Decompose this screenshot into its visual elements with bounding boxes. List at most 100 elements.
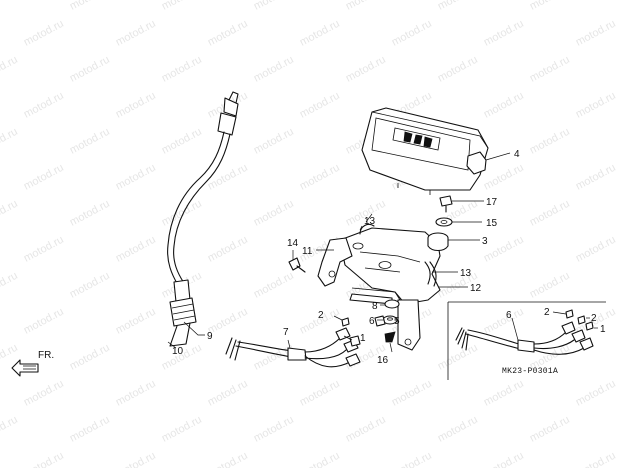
watermark-text: motod.ru — [436, 342, 480, 373]
watermark-text: motod.ru — [114, 90, 158, 121]
speedometer-cable — [167, 91, 239, 347]
diagram-code: MK23-P0301A — [502, 367, 558, 376]
watermark-text: motod.ru — [114, 162, 158, 193]
watermark-text: motod.ru — [574, 378, 618, 409]
callout-16: 16 — [377, 355, 389, 366]
bracket-ribs — [351, 251, 421, 301]
watermark-text: motod.ru — [22, 378, 66, 409]
watermark-text: motod.ru — [482, 306, 526, 337]
inset-panel — [447, 301, 606, 380]
watermark-text: motod.ru — [528, 414, 572, 445]
watermark-text: motod.ru — [252, 54, 296, 85]
callout-1: 1 — [360, 333, 366, 344]
watermark-text: motod.ru — [298, 18, 342, 49]
leader-2 — [333, 315, 343, 321]
leader-13-top — [359, 213, 373, 231]
callout-11: 11 — [302, 246, 313, 257]
bracket-lower-hole — [404, 338, 412, 346]
watermark-text: motod.ru — [528, 270, 572, 301]
inset-bulb-2b — [577, 315, 586, 325]
watermark-text: motod.ru — [68, 54, 112, 85]
watermark-text: motod.ru — [298, 162, 342, 193]
watermark-text: motod.ru — [114, 306, 158, 337]
callout-9: 9 — [207, 331, 213, 342]
part-3-grommet-body — [427, 238, 449, 252]
watermark-text: motod.ru — [574, 450, 618, 468]
harness-branches — [304, 337, 351, 368]
leader-4 — [485, 152, 511, 161]
watermark-text: motod.ru — [344, 0, 388, 13]
watermark-text: motod.ru — [206, 378, 250, 409]
watermark-text: motod.ru — [482, 90, 526, 121]
watermark-text: motod.ru — [574, 18, 618, 49]
watermark-text: motod.ru — [206, 18, 250, 49]
watermark-text: motod.ru — [528, 54, 572, 85]
watermark-text: motod.ru — [528, 198, 572, 229]
watermark-text: motod.ru — [206, 162, 250, 193]
watermark-text: motod.ru — [206, 234, 250, 265]
watermark-text: motod.ru — [114, 234, 158, 265]
callouts: 4 17 15 3 13 13 12 11 14 8 6 5 16 2 1 7 … — [172, 149, 606, 366]
watermark-text: motod.ru — [482, 378, 526, 409]
housing-rim — [371, 111, 489, 149]
watermark-text: motod.ru — [482, 18, 526, 49]
callout-inset-6: 6 — [506, 310, 512, 321]
bracket-hole-a — [378, 261, 392, 269]
inset-branches — [533, 331, 585, 355]
clip-13-right — [424, 261, 437, 287]
watermark-text: motod.ru — [0, 54, 20, 85]
watermark-text: motod.ru — [482, 162, 526, 193]
housing-body — [361, 107, 489, 191]
watermark-text: motod.ru — [114, 18, 158, 49]
watermark-text: motod.ru — [344, 414, 388, 445]
watermark-text: motod.ru — [252, 198, 296, 229]
watermark-text: motod.ru — [68, 270, 112, 301]
watermark-text: motod.ru — [436, 54, 480, 85]
callout-14: 14 — [287, 238, 299, 249]
watermark-text: motod.ru — [344, 54, 388, 85]
watermark-text: motod.ru — [160, 126, 204, 157]
watermark-text: motod.ru — [574, 162, 618, 193]
inset-socket-c — [579, 337, 594, 351]
clip-13-upper — [359, 223, 375, 235]
callout-inset-2b: 2 — [591, 313, 597, 324]
part-16-grommet — [384, 331, 396, 343]
harness-sleeve — [287, 347, 307, 361]
cable-line-a — [167, 131, 225, 286]
meter-housing — [361, 107, 489, 195]
leader-16 — [389, 342, 393, 353]
bulb-2 — [341, 317, 350, 327]
bracket-hole-b — [352, 242, 364, 250]
watermark-text: motod.ru — [390, 18, 434, 49]
leader-7 — [287, 339, 291, 349]
display-segments — [403, 131, 433, 148]
cable-line-b — [173, 133, 231, 284]
arrow-left-icon — [11, 359, 39, 377]
watermark-text: motod.ru — [68, 414, 112, 445]
cable-lower-knurl — [171, 303, 196, 321]
callout-10: 10 — [172, 346, 184, 357]
watermark-text: motod.ru — [252, 414, 296, 445]
inset-wire-ends — [455, 327, 469, 351]
watermark-text: motod.ru — [22, 306, 66, 337]
watermark-text: motod.ru — [22, 18, 66, 49]
watermark-text: motod.ru — [114, 450, 158, 468]
direction-label: FR. — [38, 350, 54, 361]
watermark-text: motod.ru — [114, 378, 158, 409]
watermark-text: motod.ru — [68, 342, 112, 373]
arrow-hatching — [23, 365, 36, 370]
watermark-text: motod.ru — [160, 198, 204, 229]
watermark-text: motod.ru — [160, 0, 204, 13]
harness-wire-ends — [225, 337, 241, 361]
cable-upper-nut — [223, 97, 239, 117]
meter-bracket — [317, 223, 441, 351]
bracket-plate — [339, 227, 441, 305]
watermark-text: motod.ru — [436, 0, 480, 13]
housing-face — [371, 117, 471, 171]
leader-1 — [343, 335, 353, 341]
part-8-grommet — [384, 299, 400, 309]
callout-4: 4 — [514, 149, 520, 160]
inset-bulb-2a — [565, 309, 574, 319]
inset-sleeve — [517, 339, 535, 353]
wire-harness-main — [225, 317, 361, 368]
